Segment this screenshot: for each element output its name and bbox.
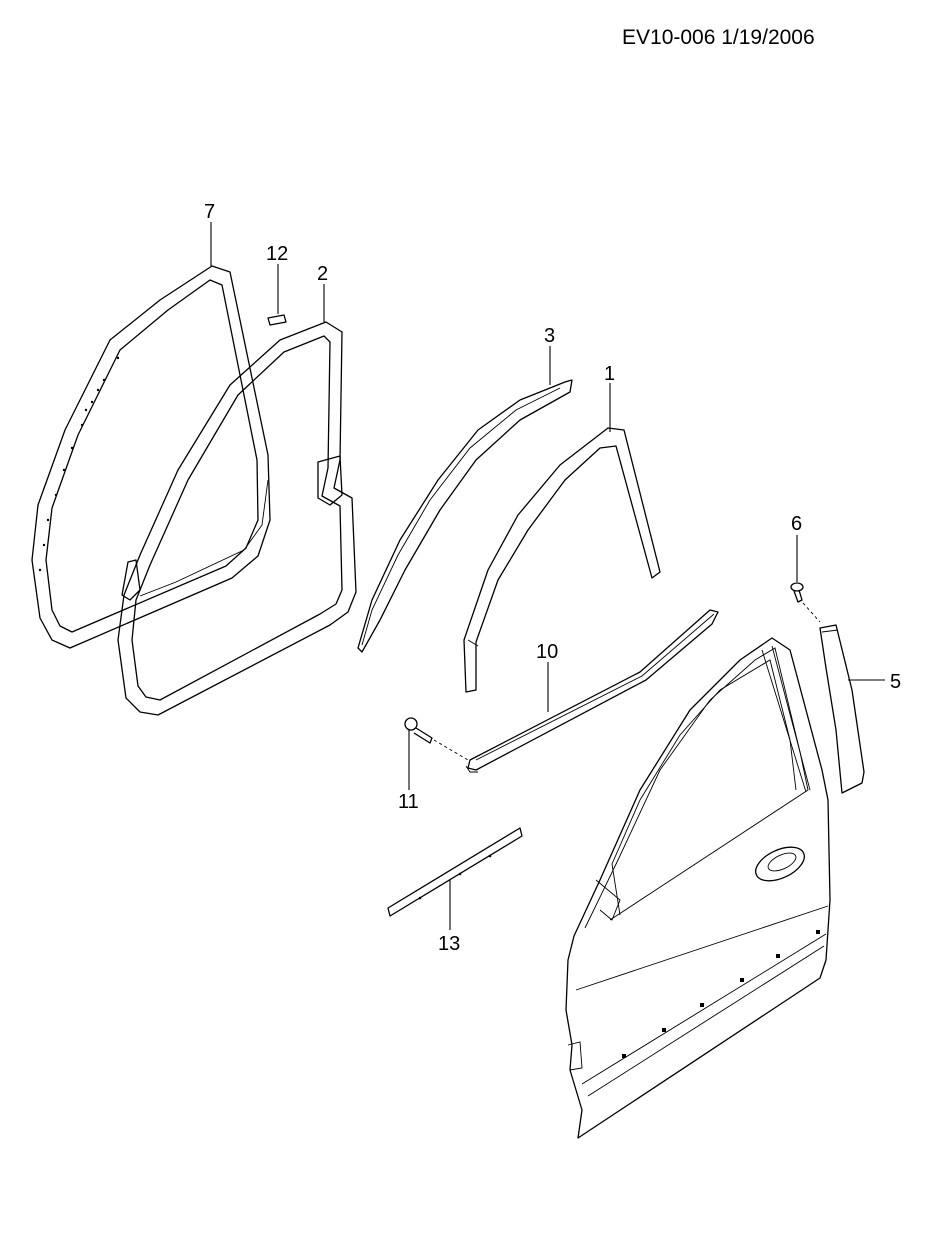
callout-11: 11 — [398, 791, 419, 813]
callout-5: 5 — [890, 671, 901, 693]
pillar-trim — [819, 624, 865, 794]
callout-12: 12 — [266, 243, 288, 265]
callout-1: 1 — [604, 363, 615, 385]
diagram-reference: EV10-006 1/19/2006 — [622, 26, 815, 49]
belt-molding — [465, 609, 719, 773]
callout-3: 3 — [544, 325, 555, 347]
door-shell — [565, 637, 831, 1139]
leader-lines — [210, 222, 885, 930]
lower-strip — [387, 827, 523, 917]
screw-upper — [790, 582, 821, 623]
door-weatherstrip-outer — [31, 265, 271, 649]
callout-13: 13 — [438, 933, 460, 955]
clip — [267, 314, 287, 326]
callout-2: 2 — [317, 263, 328, 285]
callout-labels: 7 12 2 3 1 6 5 10 11 13 — [204, 201, 901, 955]
door-weatherstrip-inner — [117, 321, 357, 716]
callout-7: 7 — [204, 201, 215, 223]
window-channel — [463, 427, 661, 693]
callout-10: 10 — [536, 641, 558, 663]
upper-molding — [357, 379, 573, 653]
screw-lower — [404, 717, 469, 761]
callout-6: 6 — [791, 513, 802, 535]
